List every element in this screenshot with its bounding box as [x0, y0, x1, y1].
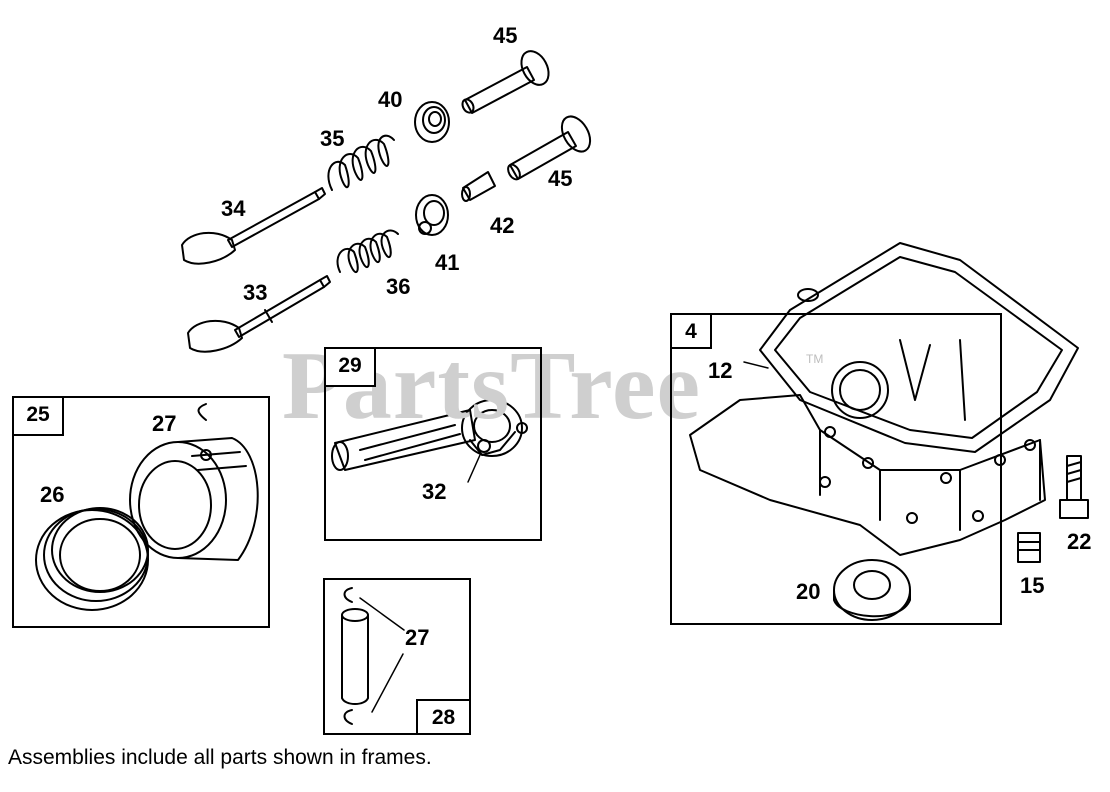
spring-36 [336, 229, 399, 274]
plug-15 [1017, 532, 1041, 563]
part-label-27-piston: 27 [152, 411, 177, 436]
part-label-27-pin: 27 [405, 625, 430, 650]
part-label-35: 35 [320, 126, 345, 151]
part-label-22: 22 [1067, 529, 1092, 554]
spring-35 [327, 134, 395, 191]
leader-lines [359, 361, 769, 713]
frame-29 [324, 347, 542, 541]
tappet-45-upper [461, 50, 550, 114]
part-label-42: 42 [490, 213, 515, 238]
part-label-36: 36 [386, 274, 411, 299]
keeper-42 [461, 171, 496, 202]
frame-25 [12, 396, 270, 628]
part-label-45-upper: 45 [493, 23, 518, 48]
frame-4 [670, 313, 1002, 625]
tappet-45-lower [507, 115, 592, 181]
assemblies-footnote: Assemblies include all parts shown in fr… [8, 746, 432, 769]
part-label-15: 15 [1020, 573, 1045, 598]
frame-25-tag: 25 [12, 396, 64, 436]
piston-pin [341, 608, 369, 705]
frame-28-tag: 28 [416, 699, 471, 735]
part-label-32: 32 [422, 479, 447, 504]
part-label-34: 34 [221, 196, 246, 221]
frame-28 [323, 578, 471, 735]
part-label-40: 40 [378, 87, 403, 112]
watermark-trademark: TM [806, 352, 824, 366]
clip-27-b [343, 587, 353, 603]
piston [129, 437, 259, 561]
valve-33 [187, 275, 331, 353]
retainer-41 [415, 194, 449, 236]
gasket-12 [759, 242, 1079, 453]
part-label-20: 20 [796, 579, 821, 604]
seal-20 [833, 559, 911, 621]
part-label-26: 26 [40, 482, 65, 507]
clip-27-c [343, 709, 353, 725]
part-label-12: 12 [708, 358, 733, 383]
rings-26 [35, 507, 149, 611]
part-label-41: 41 [435, 250, 460, 275]
bolt-22 [1059, 455, 1089, 519]
connecting-rod-32 [331, 399, 528, 471]
part-label-33: 33 [243, 280, 268, 305]
frame-29-tag: 29 [324, 347, 376, 387]
part-label-45-lower: 45 [548, 166, 573, 191]
clip-27-a [197, 403, 207, 421]
frame-4-tag: 4 [670, 313, 712, 349]
retainer-40 [414, 101, 450, 143]
valve-34 [181, 187, 326, 265]
